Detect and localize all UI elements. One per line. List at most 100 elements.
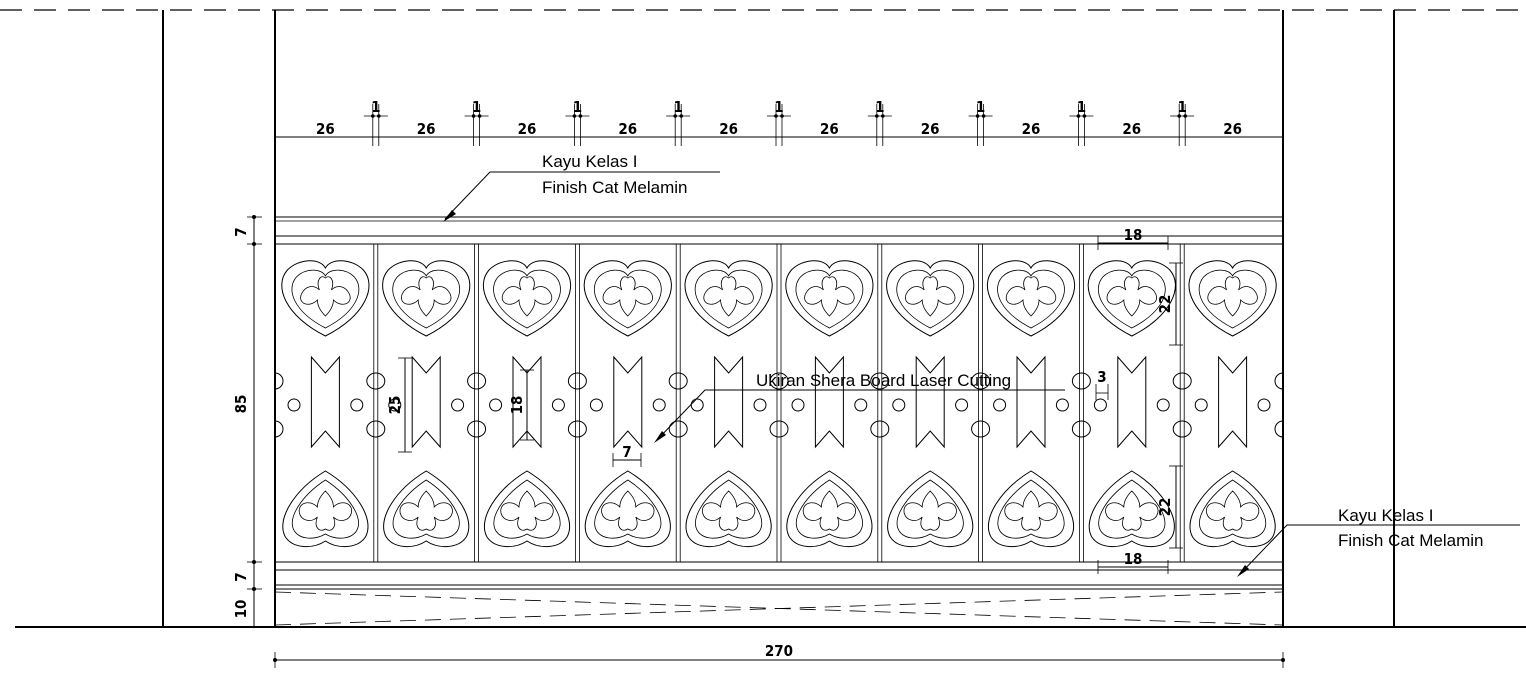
joint-oval: [971, 420, 991, 438]
top-dim-label: 26: [1223, 120, 1242, 138]
slot-height-a-label: 25: [386, 396, 404, 415]
joint-oval: [366, 372, 386, 390]
heart-motif-top: [1188, 260, 1277, 337]
carved-panel: [373, 244, 471, 562]
joint-oval: [1071, 420, 1091, 438]
top-material-line2: Finish Cat Melamin: [542, 178, 688, 197]
small-circle: [892, 398, 906, 412]
slot-motif: [1016, 356, 1046, 448]
carved-panel: [281, 260, 370, 548]
small-circle: [1093, 398, 1107, 412]
joint-oval: [274, 372, 284, 390]
heart-motif-bottom: [383, 470, 470, 548]
heart-motif-top: [986, 260, 1076, 337]
heart-motif-bottom: [1189, 470, 1276, 548]
left-height-dimensions: 7 85 7 10: [232, 215, 262, 627]
heart-motif-top: [886, 260, 975, 337]
small-circle: [451, 398, 465, 412]
heart-motif-bottom: [987, 470, 1075, 548]
slot-motif: [1218, 356, 1248, 448]
divider-dim-label: 1: [976, 98, 985, 116]
small-circle: [589, 398, 603, 412]
joint-oval: [274, 420, 284, 438]
joint-oval: [467, 420, 487, 438]
joint-oval: [1274, 372, 1284, 390]
joint-oval: [971, 372, 991, 390]
slot-motif: [1117, 356, 1147, 448]
carved-panel: [877, 244, 975, 562]
joint-oval: [1172, 420, 1192, 438]
slot-motif: [310, 356, 340, 448]
carved-panel: [1079, 244, 1176, 562]
top-dim-label: 26: [921, 120, 940, 138]
motif-width-bottom-label: 18: [1124, 550, 1143, 568]
slot-motif: [411, 356, 441, 448]
small-circle: [287, 398, 301, 412]
joint-oval: [567, 372, 587, 390]
joint-oval: [769, 420, 789, 438]
small-circle: [1156, 398, 1170, 412]
divider-tick: [666, 104, 691, 146]
top-rail-height-label: 7: [232, 227, 250, 236]
divider-dim-label: 1: [1077, 98, 1086, 116]
top-dim-label: 26: [417, 120, 436, 138]
slot-gap-label: 3: [1097, 368, 1106, 386]
small-circle: [993, 398, 1007, 412]
heart-motif-bottom: [584, 470, 671, 548]
carving-note: Ukiran Shera Board Laser Cutting: [654, 371, 1065, 443]
divider-tick: [464, 104, 489, 146]
joint-oval: [567, 420, 587, 438]
joint-oval: [1274, 420, 1284, 438]
motif-height-top-label: 22: [1156, 295, 1174, 314]
top-dim-label: 26: [518, 120, 537, 138]
small-circle: [350, 398, 364, 412]
heart-motif-top: [382, 260, 471, 337]
top-dim-label: 26: [1122, 120, 1141, 138]
small-circle: [1055, 398, 1069, 412]
divider-dim-label: 1: [371, 98, 380, 116]
slot-height-b-label: 18: [508, 396, 526, 415]
heart-motif-bottom: [786, 470, 873, 548]
carved-panel: [776, 244, 874, 562]
carved-panel: [978, 244, 1076, 562]
divider-dim-label: 1: [573, 98, 582, 116]
overall-width-dimension: 270: [273, 642, 1285, 668]
overall-width-label: 270: [765, 642, 793, 660]
motif-height-bottom-label: 22: [1156, 498, 1174, 517]
bottom-material-note: Kayu Kelas I Finish Cat Melamin: [1237, 506, 1520, 577]
small-circle: [489, 398, 503, 412]
divider-dim-label: 1: [1178, 98, 1187, 116]
joint-oval: [769, 372, 789, 390]
top-dim-label: 26: [618, 120, 637, 138]
detail-dimensions: 18 22 3 22 18 25 18 7: [386, 226, 1183, 574]
slot-width-label: 7: [622, 443, 631, 461]
divider-dim-label: 1: [674, 98, 683, 116]
bottom-rail-height-label: 7: [232, 572, 250, 581]
top-dim-label: 26: [1022, 120, 1041, 138]
small-circle: [753, 398, 767, 412]
divider-dim-label: 1: [875, 98, 884, 116]
small-circle: [1257, 398, 1271, 412]
small-circle: [791, 398, 805, 412]
carved-panel: [675, 244, 773, 562]
joint-oval: [870, 372, 890, 390]
bottom-material-line1: Kayu Kelas I: [1338, 506, 1433, 525]
small-circle: [690, 398, 704, 412]
small-circle: [388, 398, 402, 412]
carved-panels: [274, 244, 1284, 562]
small-circle: [551, 398, 565, 412]
carving-note-text: Ukiran Shera Board Laser Cutting: [756, 371, 1011, 390]
divider-dim-label: 1: [774, 98, 783, 116]
divider-tick: [767, 104, 791, 146]
divider-tick: [968, 104, 993, 146]
panel-height-label: 85: [232, 395, 250, 414]
top-material-line1: Kayu Kelas I: [542, 152, 637, 171]
motif-width-top-label: 18: [1124, 226, 1143, 244]
small-circle: [955, 398, 969, 412]
joint-oval: [1071, 372, 1091, 390]
heart-motif-top: [482, 260, 572, 337]
carved-panel: [474, 244, 572, 562]
heart-motif-top: [583, 260, 672, 337]
heart-motif-bottom: [282, 470, 369, 548]
